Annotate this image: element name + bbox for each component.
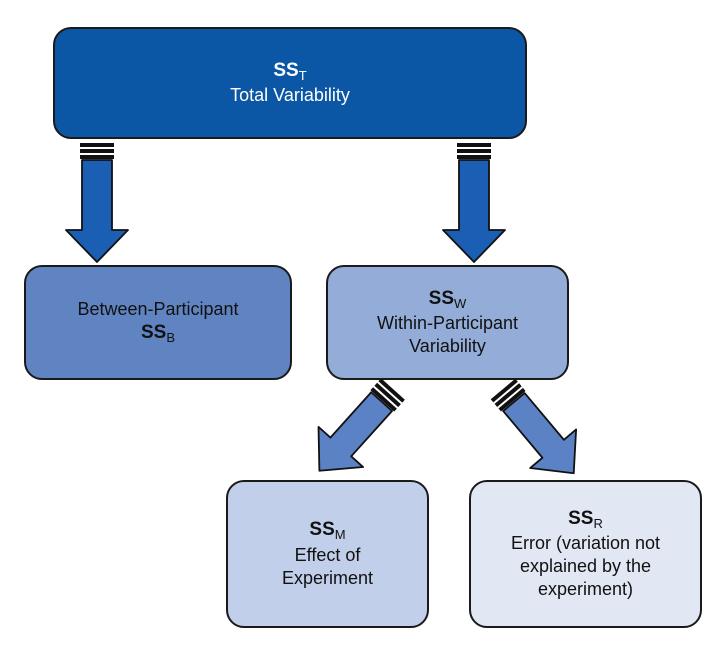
error-label-line1: Error (variation not: [510, 533, 661, 554]
effect-ss-symbol: SSM: [309, 519, 346, 543]
effect-of-experiment-box: SSM Effect of Experiment: [226, 480, 429, 628]
effect-label-line1: Effect of: [294, 544, 361, 565]
within-ss-symbol: SSW: [428, 287, 467, 311]
arrow-within-to-effect: [317, 378, 405, 472]
arrow-within-to-error: [490, 378, 578, 475]
effect-label-line2: Experiment: [281, 567, 374, 588]
within-label-line1: Within-Participant: [376, 313, 519, 334]
arrow-total-to-within: [442, 143, 506, 263]
error-ss-symbol: SSR: [568, 507, 603, 531]
error-label-line2: explained by the: [519, 556, 652, 577]
error-label-line3: experiment): [537, 579, 634, 600]
within-label-line2: Variability: [409, 336, 486, 357]
within-participant-box: SSW Within-Participant Variability: [326, 265, 569, 380]
between-label: Between-Participant: [77, 299, 239, 320]
between-ss-symbol: SSB: [140, 322, 176, 346]
arrow-total-to-between: [65, 143, 129, 263]
total-variability-box: SST Total Variability: [53, 27, 527, 139]
between-participant-box: Between-Participant SSB: [24, 265, 292, 380]
total-ss-symbol: SST: [273, 59, 307, 83]
error-box: SSR Error (variation not explained by th…: [469, 480, 702, 628]
total-label: Total Variability: [230, 85, 350, 106]
